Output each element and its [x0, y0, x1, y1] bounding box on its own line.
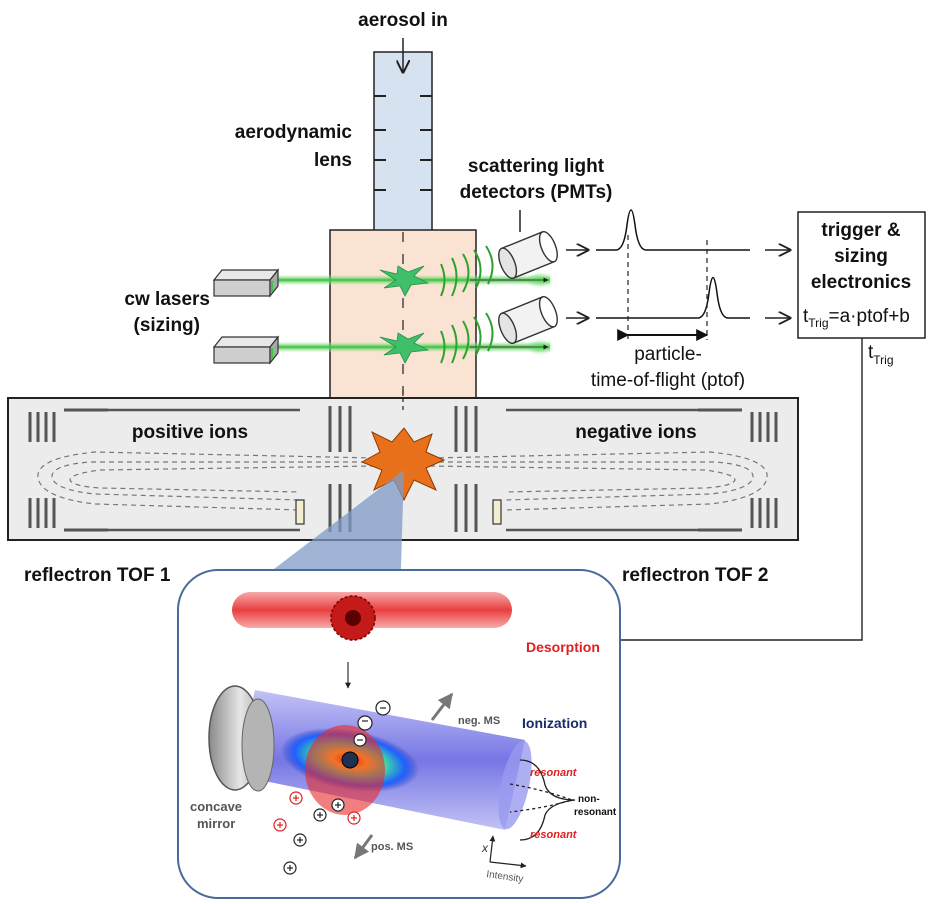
- negative-ions-label: negative ions: [575, 422, 696, 443]
- trigger-label-1: trigger &: [821, 220, 900, 241]
- neg-ms-arrow: [430, 692, 454, 721]
- scattered-light-waves-top: [440, 245, 494, 297]
- resonant-bottom-label: resonant: [530, 829, 578, 841]
- ptof-label-1: particle-: [634, 344, 702, 365]
- scattered-light-waves-bottom: [440, 312, 494, 364]
- resonant-top-label: resonant: [530, 767, 578, 779]
- scattering-burst-top: [379, 265, 430, 297]
- ion-flight-paths: [37, 451, 768, 511]
- trigger-electronics-box: [797, 211, 926, 339]
- non-resonant-label-2: resonant: [574, 807, 617, 818]
- reflectron-tof-2-label: reflectron TOF 2: [622, 565, 768, 586]
- trigger-label-3: electronics: [811, 272, 911, 293]
- concave-label: concave: [190, 799, 242, 814]
- pmt-signal-trace-bottom: [596, 276, 750, 319]
- scattering-detectors-label-2: detectors (PMTs): [460, 182, 613, 203]
- ionization-explosion: [360, 427, 446, 502]
- desorption-label: Desorption: [526, 639, 600, 655]
- lens-label: lens: [314, 150, 352, 171]
- positive-ions-label: positive ions: [132, 422, 248, 443]
- pmt-signal-trace-top: [596, 209, 750, 251]
- desorption-plume: [305, 725, 385, 815]
- reflectron-1-electrodes: [28, 408, 300, 532]
- pmt-detector-top: [498, 210, 558, 280]
- scattering-burst-bottom: [379, 332, 430, 364]
- ptof-label-2: time-of-flight (ptof): [591, 370, 745, 391]
- cw-laser-bottom: [212, 335, 280, 365]
- pmt-detector-bottom: [498, 295, 558, 345]
- mirror-label: mirror: [197, 816, 235, 831]
- detector-1: [295, 499, 305, 525]
- axis-intensity-label: Intensity: [486, 869, 524, 885]
- aerodynamic-lens-tube: [373, 51, 433, 233]
- neg-ms-label: neg. MS: [458, 715, 500, 727]
- intensity-profile: [489, 759, 576, 869]
- aerosol-in-label: aerosol in: [358, 10, 448, 31]
- detector-2: [492, 499, 502, 525]
- trigger-label-2: sizing: [834, 246, 888, 267]
- pos-ms-label: pos. MS: [371, 841, 413, 853]
- sizing-label: (sizing): [134, 315, 201, 336]
- ionization-label: Ionization: [522, 715, 587, 731]
- extraction-2-electrodes: [454, 406, 478, 532]
- ttrig-formula: tTrig=a·ptof+b: [803, 306, 910, 330]
- concave-mirror: [208, 685, 275, 792]
- aerodynamic-label: aerodynamic: [235, 122, 353, 143]
- axis-x-label: x: [481, 841, 489, 855]
- trigger-output-wire: [620, 338, 863, 641]
- cw-laser-top: [212, 268, 280, 298]
- ttrig-output-label: tTrig: [868, 342, 894, 367]
- pos-ms-arrow: [353, 834, 374, 860]
- scattering-detectors-label-1: scattering light: [468, 156, 605, 177]
- inset-callout-wedge: [236, 470, 404, 598]
- reflectron-tof-1-label: reflectron TOF 1: [24, 565, 171, 586]
- cw-lasers-label: cw lasers: [124, 289, 210, 310]
- non-resonant-label-1: non-: [578, 794, 600, 805]
- reflectron-2-electrodes: [506, 408, 778, 532]
